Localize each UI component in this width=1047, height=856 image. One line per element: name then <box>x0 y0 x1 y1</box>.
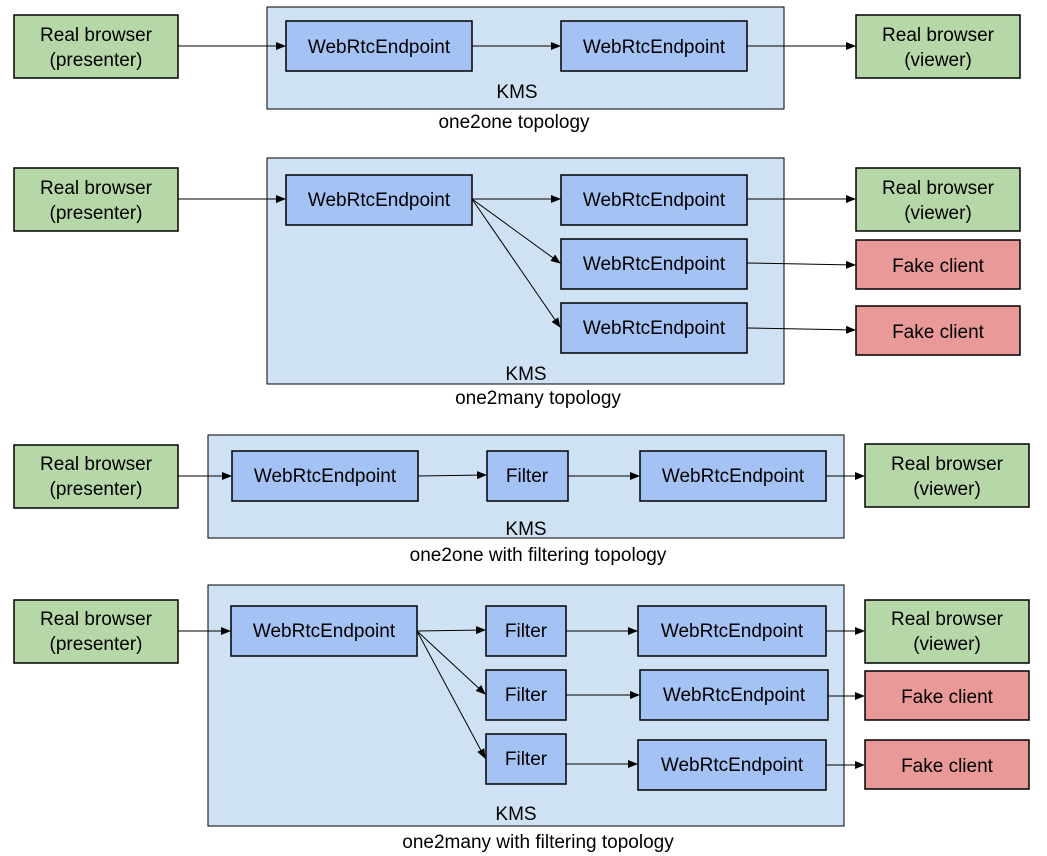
svg-text:WebRtcEndpoint: WebRtcEndpoint <box>583 254 726 275</box>
connector-arrow <box>416 630 486 695</box>
viewer-browser-node: Real browser (viewer) <box>864 443 1030 508</box>
kms-label: KMS <box>505 519 546 540</box>
svg-text:Filter: Filter <box>505 749 548 770</box>
connector-arrow <box>416 630 486 759</box>
topology-caption: one2many topology <box>455 388 621 409</box>
svg-text:WebRtcEndpoint: WebRtcEndpoint <box>254 466 397 487</box>
svg-text:Real browser: Real browser <box>882 25 995 46</box>
svg-text:WebRtcEndpoint: WebRtcEndpoint <box>583 37 726 58</box>
svg-text:Real browser: Real browser <box>40 609 153 630</box>
presenter-browser-node: Real browser (presenter) <box>13 14 179 79</box>
webrtc-endpoint-node: WebRtcEndpoint <box>285 20 473 72</box>
svg-text:Real browser: Real browser <box>891 454 1004 475</box>
svg-text:Fake client: Fake client <box>901 687 994 708</box>
topology-caption: one2one with filtering topology <box>410 545 667 566</box>
viewer-browser-node: Real browser (viewer) <box>864 599 1030 664</box>
svg-text:Filter: Filter <box>505 685 548 706</box>
svg-text:WebRtcEndpoint: WebRtcEndpoint <box>308 190 451 211</box>
viewer-browser-node: Real browser (viewer) <box>855 167 1021 232</box>
svg-text:Real browser: Real browser <box>40 178 153 199</box>
svg-text:(presenter): (presenter) <box>50 50 143 71</box>
connector-arrow <box>746 325 856 334</box>
svg-text:WebRtcEndpoint: WebRtcEndpoint <box>661 755 804 776</box>
fake-client-node: Fake client <box>855 239 1021 290</box>
svg-text:WebRtcEndpoint: WebRtcEndpoint <box>661 621 804 642</box>
svg-text:(viewer): (viewer) <box>904 203 972 224</box>
svg-text:Real browser: Real browser <box>882 178 995 199</box>
webrtc-endpoint-node: WebRtcEndpoint <box>639 669 829 721</box>
webrtc-endpoint-node: WebRtcEndpoint <box>637 605 827 657</box>
webrtc-endpoint-node: WebRtcEndpoint <box>639 450 827 502</box>
filter-node: Filter <box>485 669 567 721</box>
svg-text:WebRtcEndpoint: WebRtcEndpoint <box>583 190 726 211</box>
presenter-browser-node: Real browser (presenter) <box>13 167 179 232</box>
svg-text:WebRtcEndpoint: WebRtcEndpoint <box>253 621 396 642</box>
connector-arrow <box>746 260 856 269</box>
fake-client-node: Fake client <box>855 305 1021 356</box>
fake-client-node: Fake client <box>864 739 1030 790</box>
svg-text:WebRtcEndpoint: WebRtcEndpoint <box>583 318 726 339</box>
svg-text:Fake client: Fake client <box>901 756 994 777</box>
filter-node: Filter <box>485 733 567 785</box>
webrtc-endpoint-node: WebRtcEndpoint <box>560 174 748 226</box>
svg-text:(presenter): (presenter) <box>50 203 143 224</box>
one2one-topology: KMS one2one topology Real browser (prese… <box>13 6 1021 133</box>
webrtc-endpoint-node: WebRtcEndpoint <box>230 605 418 657</box>
webrtc-endpoint-node: WebRtcEndpoint <box>637 739 827 791</box>
webrtc-endpoint-node: WebRtcEndpoint <box>231 450 419 502</box>
viewer-browser-node: Real browser (viewer) <box>855 14 1021 79</box>
svg-text:(viewer): (viewer) <box>904 50 972 71</box>
connector-arrow <box>471 198 561 264</box>
connector-arrow <box>417 471 487 480</box>
one2many-topology: KMS one2many topology Real browser (pres… <box>13 157 1021 409</box>
svg-text:WebRtcEndpoint: WebRtcEndpoint <box>663 685 806 706</box>
svg-text:WebRtcEndpoint: WebRtcEndpoint <box>308 37 451 58</box>
topology-caption: one2many with filtering topology <box>402 832 674 853</box>
kms-label: KMS <box>496 82 537 103</box>
one2one-filtering-topology: KMS one2one with filtering topology Real… <box>13 434 1030 566</box>
webrtc-endpoint-node: WebRtcEndpoint <box>560 302 748 354</box>
presenter-browser-node: Real browser (presenter) <box>13 444 179 509</box>
webrtc-endpoint-node: WebRtcEndpoint <box>285 174 473 226</box>
kms-label: KMS <box>505 364 546 385</box>
presenter-browser-node: Real browser (presenter) <box>13 599 179 664</box>
svg-text:Real browser: Real browser <box>40 25 153 46</box>
webrtc-endpoint-node: WebRtcEndpoint <box>560 238 748 290</box>
svg-text:(viewer): (viewer) <box>913 479 981 500</box>
svg-text:(presenter): (presenter) <box>50 479 143 500</box>
svg-text:Real browser: Real browser <box>40 454 153 475</box>
filter-node: Filter <box>485 605 567 657</box>
svg-text:(presenter): (presenter) <box>50 634 143 655</box>
connector-arrow <box>471 198 561 328</box>
connector-arrow <box>416 626 486 635</box>
svg-text:Filter: Filter <box>506 466 549 487</box>
svg-text:Fake client: Fake client <box>892 322 985 343</box>
webrtc-endpoint-node: WebRtcEndpoint <box>560 20 748 72</box>
svg-text:Fake client: Fake client <box>892 256 985 277</box>
filter-node: Filter <box>486 450 569 502</box>
fake-client-node: Fake client <box>864 670 1030 721</box>
svg-text:(viewer): (viewer) <box>913 634 981 655</box>
topology-caption: one2one topology <box>438 112 590 133</box>
svg-text:Real browser: Real browser <box>891 609 1004 630</box>
svg-text:WebRtcEndpoint: WebRtcEndpoint <box>662 466 805 487</box>
kms-label: KMS <box>495 804 536 825</box>
svg-text:Filter: Filter <box>505 621 548 642</box>
one2many-filtering-topology: KMS one2many with filtering topology Rea… <box>13 584 1030 853</box>
